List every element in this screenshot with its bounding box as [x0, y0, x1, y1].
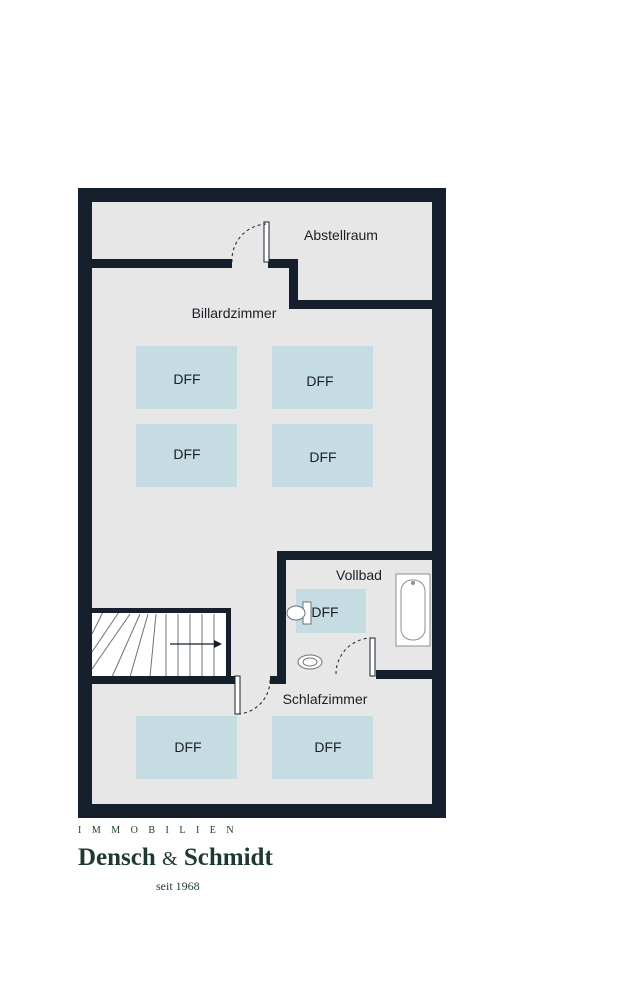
- wall-bad-bottom-left: [277, 668, 286, 678]
- floor-plan: DFF DFF DFF DFF DFF DFF DFF Abstellraum …: [78, 188, 446, 818]
- wall-bad-top: [277, 551, 432, 560]
- brand-since: seit 1968: [156, 879, 200, 893]
- brand-name-part2: Schmidt: [183, 844, 273, 871]
- room-label-vollbad: Vollbad: [336, 567, 382, 583]
- skylight-label-2: DFF: [306, 373, 333, 389]
- toilet-front: [286, 601, 312, 625]
- skylight-label-4: DFF: [309, 449, 336, 465]
- door-vollbad: [335, 637, 376, 677]
- bathtub: [395, 573, 431, 647]
- company-logo: IMMOBILIEN Densch & Schmidt seit 1968: [78, 824, 298, 893]
- skylight-label-7: DFF: [314, 739, 341, 755]
- wall-stair-top: [92, 608, 228, 613]
- brand-name: Densch & Schmidt: [78, 844, 298, 873]
- skylight-3: [136, 424, 237, 487]
- wall-stair-right: [226, 608, 231, 680]
- skylight-4: [272, 424, 373, 487]
- skylight-2: [272, 346, 373, 409]
- room-label-abstellraum: Abstellraum: [304, 227, 378, 243]
- skylight-6: [136, 716, 237, 779]
- room-label-schlafzimmer: Schlafzimmer: [283, 691, 368, 707]
- wall-abstell-step: [289, 259, 298, 309]
- skylight-1: [136, 346, 237, 409]
- wall-schlaf-left: [92, 676, 240, 684]
- skylight-label-3: DFF: [173, 446, 200, 462]
- room-label-billardzimmer: Billardzimmer: [192, 305, 277, 321]
- wall-bad-left: [277, 551, 286, 677]
- staircase: [91, 611, 228, 678]
- floor-area: [92, 202, 432, 804]
- door-abstellraum: [231, 221, 270, 263]
- wall-bad-bottom-right: [376, 670, 432, 679]
- wall-schlaf-right: [270, 676, 286, 684]
- brand-name-part1: Densch: [78, 844, 156, 871]
- brand-tagline: IMMOBILIEN: [78, 825, 245, 836]
- wall-abstell-bottom: [289, 300, 432, 309]
- sink: [297, 654, 323, 670]
- skylight-label-5: DFF: [311, 604, 338, 620]
- skylight-label-1: DFF: [173, 371, 200, 387]
- brand-ampersand: &: [162, 848, 178, 870]
- wall-abstell-mid: [268, 259, 298, 268]
- skylight-7: [272, 716, 373, 779]
- door-schlafzimmer: [234, 675, 271, 715]
- wall-abstell-left: [92, 259, 232, 268]
- skylight-label-6: DFF: [174, 739, 201, 755]
